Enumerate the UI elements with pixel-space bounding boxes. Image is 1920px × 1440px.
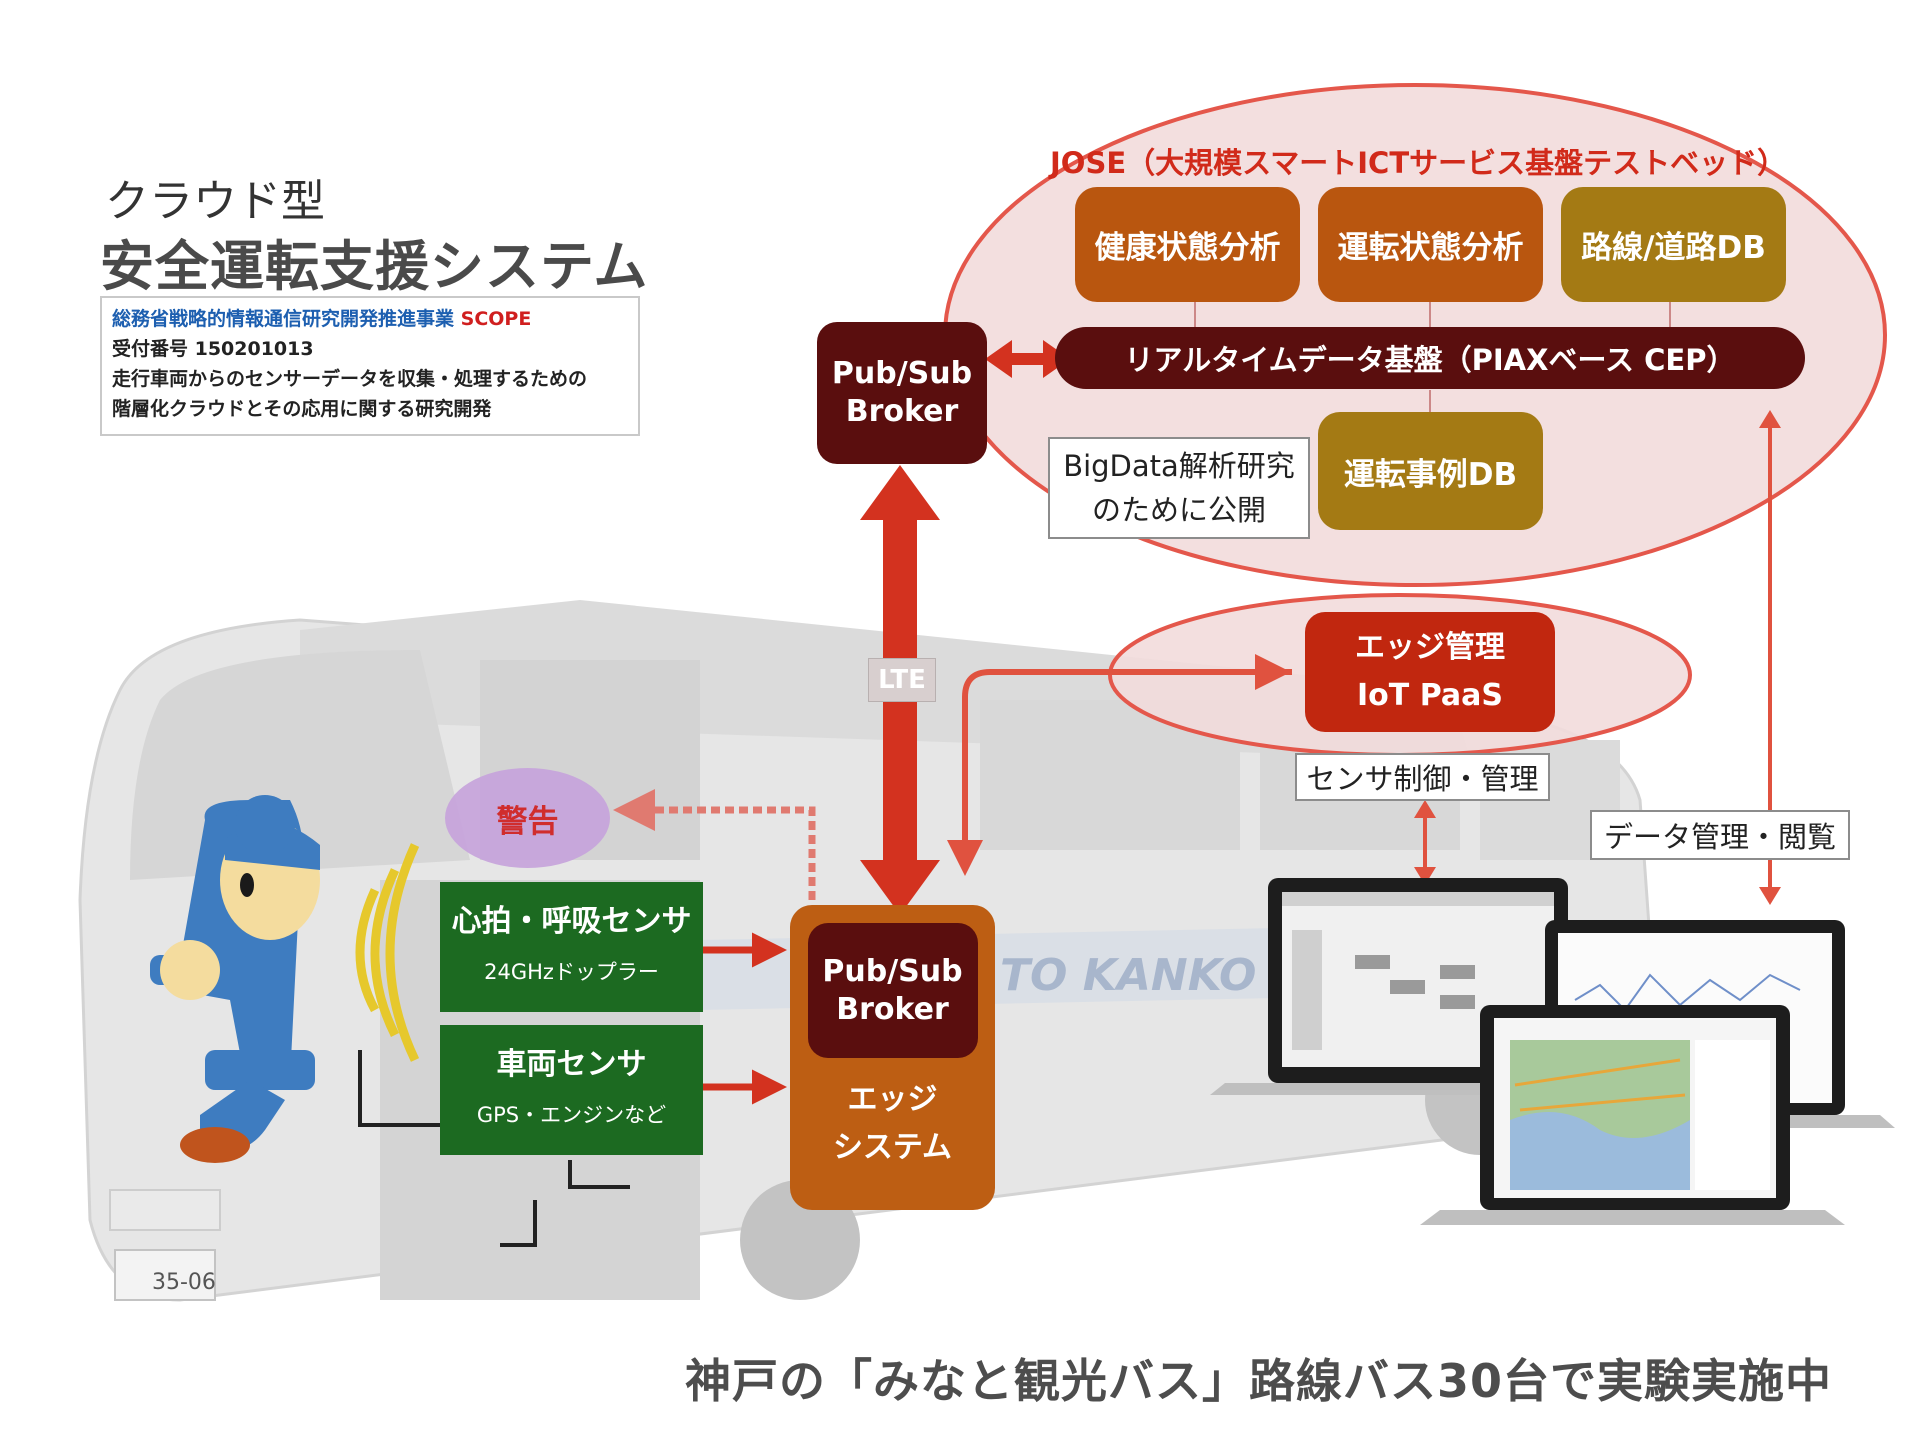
bigdata-label-box: BigData解析研究 のために公開 — [1048, 437, 1310, 539]
edge-mgmt-arrow — [947, 669, 1292, 876]
vehicle-sensor-title: 車両センサ — [496, 1047, 647, 1082]
info-desc-1: 走行車両からのセンサーデータを収集・処理するための — [112, 368, 588, 390]
edge-management-line1: エッジ管理 — [1355, 630, 1505, 665]
heart-sensor-title: 心拍・呼吸センサ — [451, 904, 692, 939]
pubsub-broker-cloud: Pub/Sub Broker — [817, 322, 987, 464]
data-management-text: データ管理・閲覧 — [1603, 820, 1836, 854]
realtime-platform-bar: リアルタイムデータ基盤（PIAXベース CEP） — [1055, 327, 1805, 389]
health-analysis-label: 健康状態分析 — [1094, 230, 1281, 266]
lte-label: LTE — [868, 658, 936, 702]
edge-management-line2: IoT PaaS — [1357, 678, 1503, 713]
broker-cloud-line1: Pub/Sub — [831, 356, 973, 391]
info-code: SCOPE — [460, 308, 532, 330]
driving-analysis-box: 運転状態分析 — [1318, 187, 1543, 302]
page-title: 安全運転支援システム — [100, 235, 649, 298]
bigdata-label-2: のために公開 — [1091, 493, 1266, 527]
data-management-label: データ管理・閲覧 — [1590, 810, 1850, 860]
jose-title: JOSE（大規模スマートICTサービス基盤テストベッド） — [1050, 146, 1787, 180]
license-plate: 35-06 — [152, 1270, 216, 1295]
vehicle-sensor-box: 車両センサ GPS・エンジンなど — [440, 1025, 703, 1155]
title-subtitle: クラウド型 — [105, 176, 325, 227]
footer-caption: 神戸の「みなと観光バス」路線バス30台で実験実施中 — [685, 1354, 1833, 1408]
case-db-box: 運転事例DB — [1318, 412, 1543, 530]
warning-label: 警告 — [496, 803, 559, 840]
route-db-label: 路線/道路DB — [1581, 230, 1766, 266]
heart-respiration-sensor-box: 心拍・呼吸センサ 24GHzドップラー — [440, 882, 703, 1012]
vehicle-sensor-sub: GPS・エンジンなど — [476, 1103, 667, 1127]
sensor-control-text: センサ制御・管理 — [1306, 762, 1539, 796]
broker-realtime-arrow — [985, 340, 1070, 378]
route-db-box: 路線/道路DB — [1561, 187, 1786, 302]
pubsub-broker-edge: Pub/Sub Broker — [807, 923, 978, 1058]
broker-cloud-line2: Broker — [845, 394, 959, 429]
heart-sensor-sub: 24GHzドップラー — [484, 960, 659, 984]
driving-analysis-label: 運転状態分析 — [1337, 230, 1524, 266]
laptop-3 — [1420, 1005, 1845, 1225]
project-info-box: 総務省戦略的情報通信研究開発推進事業 SCOPE 受付番号 150201013 … — [100, 296, 640, 436]
edge-system-line1: エッジ — [847, 1082, 938, 1117]
warning-arrow — [613, 789, 816, 900]
info-org: 総務省戦略的情報通信研究開発推進事業 — [112, 308, 455, 330]
sensor-control-arrow — [1414, 800, 1436, 885]
broker-edge-line2: Broker — [836, 991, 949, 1027]
radar-waves-icon — [355, 843, 420, 1062]
info-desc-2: 階層化クラウドとその応用に関する研究開発 — [112, 398, 492, 420]
warning-bubble: 警告 — [445, 768, 610, 868]
broker-edge-line1: Pub/Sub — [822, 953, 963, 989]
sensor-control-label: センサ制御・管理 — [1295, 753, 1550, 801]
bus-side-text: TO KANKO — [1000, 950, 1257, 1001]
edge-system-box: Pub/Sub Broker エッジ システム — [790, 905, 995, 1210]
edge-system-label: エッジ システム — [833, 1076, 952, 1172]
health-analysis-box: 健康状態分析 — [1075, 187, 1300, 302]
bigdata-label-1: BigData解析研究 — [1063, 449, 1295, 483]
case-db-label: 運転事例DB — [1343, 456, 1518, 493]
info-number: 受付番号 150201013 — [112, 338, 314, 360]
driver-figure — [150, 795, 320, 1163]
edge-system-line2: システム — [832, 1130, 953, 1165]
realtime-platform-label: リアルタイムデータ基盤（PIAXベース CEP） — [1124, 343, 1736, 377]
edge-management-box: エッジ管理 IoT PaaS — [1305, 612, 1555, 732]
